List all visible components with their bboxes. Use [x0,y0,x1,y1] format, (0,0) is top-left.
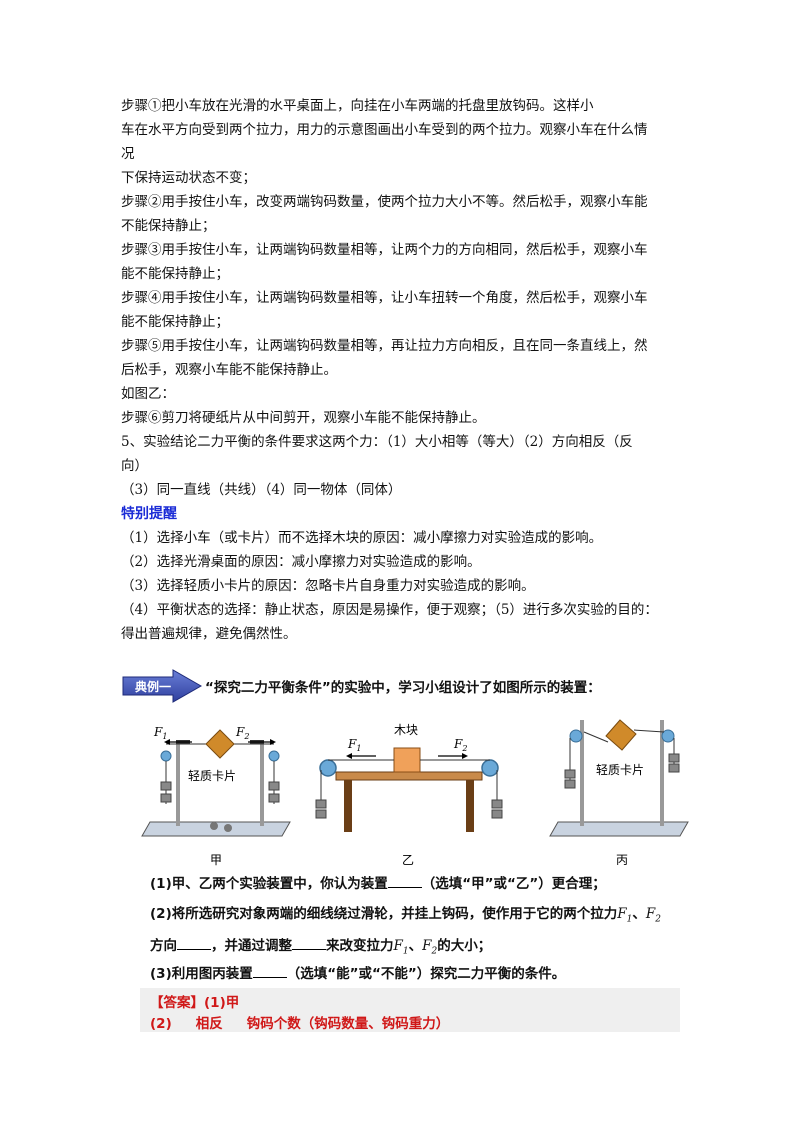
f2-label-jia: F2 [235,725,249,741]
answer-line-1: 【答案】(1)甲 [150,995,240,1011]
example-badge-label: 典例一 [134,680,171,694]
body-line: 向） [121,458,148,474]
apparatus-figures: F1 F2 轻质卡片 甲 木块 F1 F2 乙 [141,719,689,867]
block-label-yi: 木块 [394,723,418,737]
body-line: 步骤②用手按住小车，改变两端钩码数量，使两个拉力大小不等。然后松手，观察小车能 [121,194,648,210]
main-text: 步骤①把小车放在光滑的水平桌面上，向挂在小车两端的托盘里放钩码。这样小 车在水平… [121,94,681,646]
f2-label-yi: F2 [453,737,467,753]
body-line: 步骤④用手按住小车，让两端钩码数量相等，让小车扭转一个角度，然后松手，观察小车 [121,290,648,306]
answer-blank[interactable] [252,963,287,978]
label-yi: 乙 [402,853,414,867]
force-f2: F2 [422,938,438,957]
body-line: 5、实验结论二力平衡的条件要求这两个力：（1）大小相等（等大）（2）方向相反（反 [121,434,633,450]
body-line: （3）同一直线（共线）（4）同一物体（同体） [121,482,402,498]
answer-box: 【答案】(1)甲 (2)相反钩码个数（钩码数量、钩码重力） [140,988,680,1032]
body-line: 后松手，观察小车能不能保持静止。 [121,362,337,378]
tip-line: （2）选择光滑桌面的原因：减小摩擦力对实验造成的影响。 [121,554,481,570]
body-line: 如图乙： [121,386,175,402]
force-f2: F2 [645,906,661,925]
body-line: 车在水平方向受到两个拉力，用力的示意图画出小车受到的两个拉力。观察小车在什么情 [121,122,648,138]
f1-label-yi: F1 [347,737,361,753]
tip-line: （4）平衡状态的选择：静止状态，原因是易操作，便于观察；（5）进行多次实验的目的… [121,602,658,618]
tip-line: （3）选择轻质小卡片的原因：忽略卡片自身重力对实验造成的影响。 [121,578,535,594]
card-label-bing: 轻质卡片 [596,763,644,777]
tip-line: （1）选择小车（或卡片）而不选择木块的原因：减小摩擦力对实验造成的影响。 [121,530,603,546]
body-line: 况 [121,146,135,162]
body-line: 不能保持静止； [121,218,216,234]
force-f1: F1 [393,938,409,957]
example-text: “探究二力平衡条件”的实验中，学习小组设计了如图所示的装置： [205,680,601,696]
question-2-line-2: 方向，并通过调整来改变拉力F1、F2的大小； [150,934,491,957]
body-line: 步骤③用手按住小车，让两端钩码数量相等，让两个力的方向相同，然后松手，观察小车 [121,242,648,258]
body-line: 步骤⑤用手按住小车，让两端钩码数量相等，再让拉力方向相反，且在同一条直线上，然 [121,338,648,354]
body-line: 步骤①把小车放在光滑的水平桌面上，向挂在小车两端的托盘里放钩码。这样小 [121,98,594,114]
tip-line: 得出普遍规律，避免偶然性。 [121,626,297,642]
body-line: 能不能保持静止； [121,314,229,330]
label-jia: 甲 [210,853,222,867]
answer-blank[interactable] [177,935,211,950]
force-f1: F1 [617,906,633,925]
figure-bing [549,719,689,837]
example-header: 典例一 “探究二力平衡条件”的实验中，学习小组设计了如图所示的装置： [121,666,681,706]
answer-blank[interactable] [292,935,326,950]
example-badge: 典例一 [121,669,203,703]
body-line: 下保持运动状态不变； [121,170,256,186]
figure-jia [141,729,291,837]
question-2-line-1: (2)将所选研究对象两端的细线绕过滑轮，并挂上钩码，使作用于它的两个拉力F1、F… [150,906,661,925]
body-line: 步骤⑥剪刀将硬纸片从中间剪开，观察小车能不能保持静止。 [121,410,486,426]
tips-title: 特别提醒 [121,506,177,522]
question-3: (3)利用图丙装置（选填“能”或“不能”）探究二力平衡的条件。 [150,962,565,982]
figure-yi [315,747,503,832]
f1-label-jia: F1 [153,725,167,741]
answer-line-2: (2)相反钩码个数（钩码数量、钩码重力） [150,1016,450,1032]
label-bing: 丙 [616,853,628,867]
answer-blank[interactable] [387,873,422,888]
body-line: 能不能保持静止； [121,266,229,282]
question-1: (1)甲、乙两个实验装置中，你认为装置（选填“甲”或“乙”）更合理； [150,872,606,892]
card-label-jia: 轻质卡片 [188,769,236,783]
